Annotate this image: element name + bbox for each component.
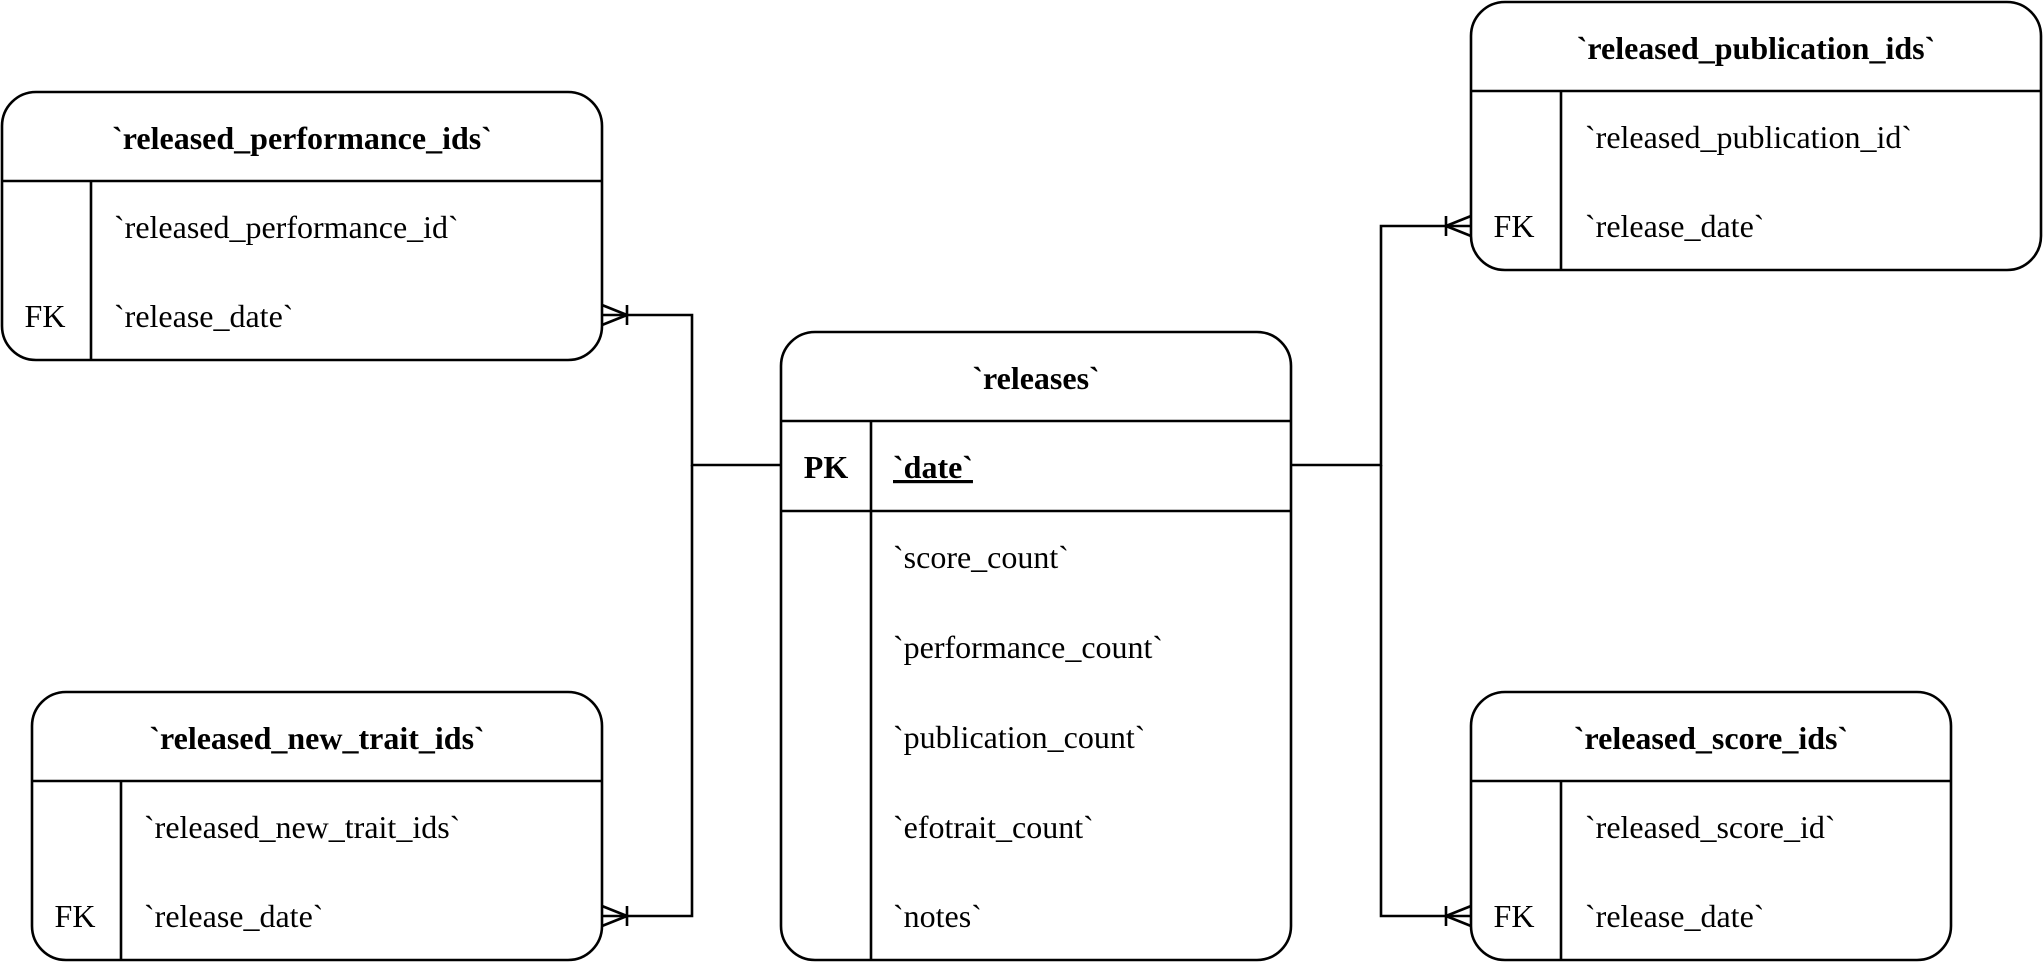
fk-label: FK — [1494, 898, 1535, 934]
field-name: `released_performance_id` — [114, 209, 459, 245]
fk-label: FK — [1494, 208, 1535, 244]
table-title: `releases` — [972, 360, 1099, 396]
field-name: `release_date` — [144, 898, 323, 934]
field-name: `notes` — [893, 898, 982, 934]
field-name: `released_score_id` — [1585, 809, 1836, 845]
crows-foot-icon — [601, 904, 629, 928]
field-name: `release_date` — [1585, 898, 1764, 934]
table-released-performance-ids[interactable]: `released_performance_ids` `released_per… — [0, 90, 604, 362]
connector-releases-to-score — [1379, 465, 1471, 918]
field-name: `efotrait_count` — [893, 809, 1094, 845]
field-name: `released_new_trait_ids` — [144, 809, 460, 845]
field-name: `score_count` — [893, 539, 1069, 575]
fk-label: FK — [55, 898, 96, 934]
crows-foot-icon — [1444, 214, 1472, 238]
field-name: `release_date` — [1585, 208, 1764, 244]
table-title: `released_score_ids` — [1574, 720, 1848, 756]
connector-releases-to-new-trait — [602, 465, 694, 918]
field-name: `release_date` — [114, 298, 293, 334]
table-released-publication-ids[interactable]: `released_publication_ids` `released_pub… — [1469, 0, 2043, 272]
relationship-lines — [601, 214, 1472, 928]
field-name: `released_publication_id` — [1585, 119, 1912, 155]
crows-foot-icon — [1444, 904, 1472, 928]
field-name: `performance_count` — [893, 629, 1163, 665]
table-releases[interactable]: `releases` PK `date` `score_count` `perf… — [779, 330, 1293, 962]
connector-releases-to-performance — [602, 313, 781, 467]
table-title: `released_publication_ids` — [1577, 30, 1936, 66]
fk-label: FK — [25, 298, 66, 334]
primary-key-field: `date` — [893, 449, 973, 485]
connector-releases-to-publication — [1291, 224, 1471, 467]
table-title: `released_new_trait_ids` — [149, 720, 484, 756]
pk-label: PK — [804, 449, 849, 485]
table-released-score-ids[interactable]: `released_score_ids` `released_score_id`… — [1469, 690, 1953, 962]
field-name: `publication_count` — [893, 719, 1145, 755]
table-released-new-trait-ids[interactable]: `released_new_trait_ids` `released_new_t… — [30, 690, 604, 962]
table-title: `released_performance_ids` — [112, 120, 492, 156]
crows-foot-icon — [601, 303, 629, 327]
